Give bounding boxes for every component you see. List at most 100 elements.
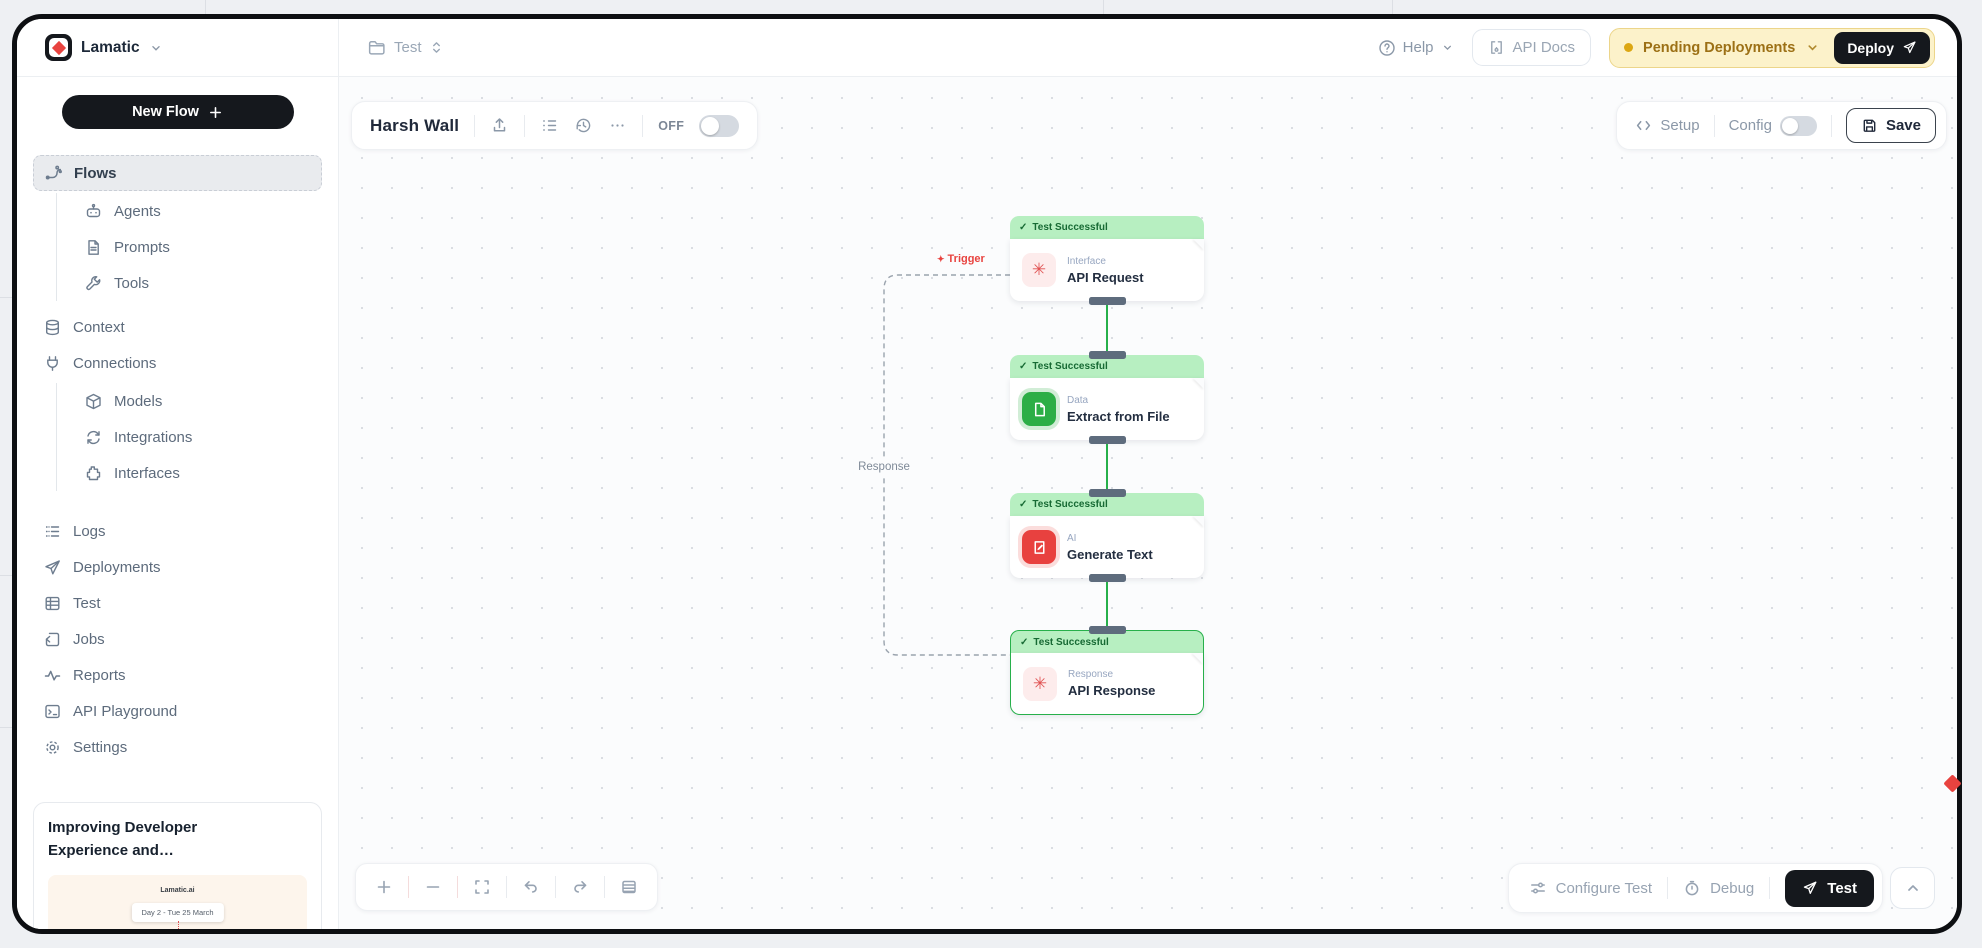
help-icon [1378, 39, 1396, 57]
sidebar-item-flows[interactable]: Flows [33, 155, 322, 191]
sidebar-item-integrations[interactable]: Integrations [74, 419, 322, 455]
flows-subnav: Agents Prompts Tools [56, 193, 322, 301]
collapse-panel-button[interactable] [1890, 867, 1935, 909]
plus-icon [208, 105, 223, 120]
flow-node-extract-from-file[interactable]: ✓ Test Successful Data Extract from File [1010, 351, 1204, 444]
sidebar-item-test[interactable]: Test [33, 585, 322, 621]
flows-icon [44, 164, 63, 183]
project-breadcrumb[interactable]: Test [367, 38, 443, 57]
check-icon: ✓ [1020, 636, 1029, 648]
help-menu[interactable]: Help [1378, 39, 1454, 57]
sidebar-item-models[interactable]: Models [74, 383, 322, 419]
promo-title: Improving Developer Experience and… [48, 819, 198, 860]
sidebar-item-label: Settings [73, 738, 128, 756]
response-edge-label: Response [853, 459, 915, 475]
flow-header-toolbar: Harsh Wall OFF [351, 101, 759, 150]
flow-title: Harsh Wall [370, 115, 460, 135]
sidebar: New Flow Flows Agents [17, 77, 339, 929]
sidebar-item-label: Logs [73, 522, 106, 540]
node-input-handle[interactable] [1089, 351, 1126, 359]
check-icon: ✓ [1019, 222, 1028, 233]
workspace-switcher[interactable]: Lamatic [17, 19, 339, 76]
divider [1769, 877, 1771, 899]
node-output-handle[interactable] [1089, 574, 1126, 582]
flow-enabled-toggle[interactable] [699, 114, 740, 137]
divider [524, 114, 526, 137]
sidebar-item-reports[interactable]: Reports [33, 657, 322, 693]
node-input-handle[interactable] [1089, 626, 1126, 634]
sync-icon [84, 428, 103, 447]
share-upload-icon[interactable] [490, 116, 509, 135]
zoom-in-icon[interactable] [364, 867, 404, 907]
fit-view-icon[interactable] [462, 867, 502, 907]
save-button[interactable]: Save [1845, 108, 1936, 143]
new-flow-button[interactable]: New Flow [61, 95, 294, 129]
sidebar-item-label: Interfaces [114, 464, 180, 482]
check-icon: ✓ [1019, 361, 1028, 372]
setup-button[interactable]: Setup [1635, 117, 1700, 134]
divider [642, 114, 644, 137]
sidebar-item-label: Integrations [114, 428, 193, 446]
node-list-icon[interactable] [540, 116, 559, 135]
outer-guide-line [1103, 0, 1104, 16]
sidebar-item-connections[interactable]: Connections [33, 345, 322, 381]
history-icon[interactable] [574, 116, 593, 135]
node-card[interactable]: ✳ Interface API Request [1010, 239, 1204, 301]
sidebar-item-deployments[interactable]: Deployments [33, 549, 322, 585]
node-output-handle[interactable] [1089, 436, 1126, 444]
sidebar-item-api-playground[interactable]: API Playground [33, 693, 322, 729]
more-options-icon[interactable] [608, 116, 627, 135]
sidebar-item-interfaces[interactable]: Interfaces [74, 455, 322, 491]
config-toggle[interactable] [1779, 115, 1817, 136]
api-brackets-icon [1488, 39, 1505, 56]
flow-node-api-response[interactable]: ✓ Test Successful ✳ Response API Respons… [1010, 626, 1204, 715]
sidebar-item-context[interactable]: Context [33, 309, 322, 345]
activity-pulse-icon [43, 666, 62, 685]
topbar-actions: Help API Docs Pending Deployments Deplo [1378, 27, 1957, 68]
sidebar-item-jobs[interactable]: Jobs [33, 621, 322, 657]
node-input-handle[interactable] [1089, 489, 1126, 497]
node-card[interactable]: AI Generate Text [1010, 516, 1204, 578]
sliders-icon [1529, 879, 1547, 897]
data-table-icon[interactable] [609, 867, 649, 907]
sidebar-item-logs[interactable]: Logs [33, 513, 322, 549]
zoom-out-icon[interactable] [413, 867, 453, 907]
puzzle-icon [84, 464, 103, 483]
node-title: Generate Text [1067, 546, 1153, 562]
database-icon [43, 318, 62, 337]
promo-preview-chip: Day 2 - Tue 25 March [131, 902, 224, 922]
flow-node-api-request[interactable]: ✓ Test Successful ✳ Interface API Reques… [1010, 216, 1204, 305]
divider [1667, 877, 1669, 899]
node-card[interactable]: Data Extract from File [1010, 378, 1204, 440]
outer-guide-line [0, 575, 14, 576]
sidebar-item-agents[interactable]: Agents [74, 193, 322, 229]
chevron-down-icon[interactable] [1805, 40, 1820, 55]
folder-icon [367, 38, 386, 57]
promo-card[interactable]: Improving Developer Experience and… Lama… [33, 802, 322, 929]
deploy-button[interactable]: Deploy [1834, 31, 1930, 64]
sidebar-item-prompts[interactable]: Prompts [74, 229, 322, 265]
flow-canvas[interactable]: Harsh Wall OFF [339, 77, 1957, 929]
flow-node-generate-text[interactable]: ✓ Test Successful AI Generate Text [1010, 489, 1204, 582]
table-rows-icon [43, 594, 62, 613]
sidebar-item-label: Reports [73, 666, 126, 684]
pending-deployments-pill[interactable]: Pending Deployments Deploy [1609, 27, 1935, 68]
sidebar-item-label: Context [73, 318, 125, 336]
sidebar-item-settings[interactable]: Settings [33, 729, 322, 765]
node-output-handle[interactable] [1089, 297, 1126, 305]
debug-button[interactable]: Debug [1683, 879, 1754, 897]
sidebar-item-tools[interactable]: Tools [74, 265, 322, 301]
sidebar-nav: Flows Agents Prompts [33, 155, 322, 765]
node-category: Interface [1067, 255, 1106, 267]
node-card[interactable]: ✳ Response API Response [1010, 653, 1204, 715]
test-run-button[interactable]: Test [1785, 869, 1874, 907]
redo-icon[interactable] [560, 867, 600, 907]
pending-deployments-label: Pending Deployments [1643, 39, 1796, 56]
outer-guide-line [205, 0, 206, 16]
api-docs-button[interactable]: API Docs [1471, 29, 1592, 66]
configure-test-button[interactable]: Configure Test [1529, 879, 1652, 897]
pending-status-dot-icon [1624, 43, 1634, 52]
undo-icon[interactable] [511, 867, 551, 907]
send-icon [1802, 880, 1818, 896]
app-window: Lamatic Test Help [12, 14, 1962, 934]
